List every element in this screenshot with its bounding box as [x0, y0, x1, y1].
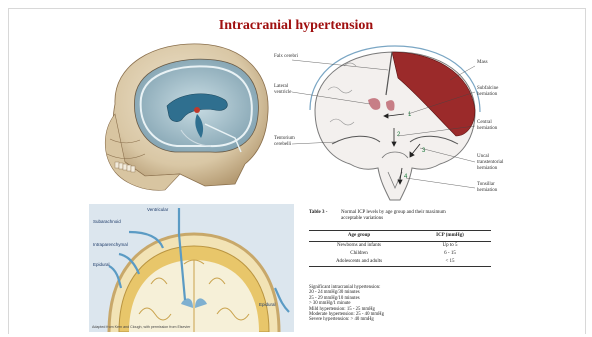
icp-table: Table 3 - Normal ICP levels by age group…	[309, 210, 491, 267]
label-intraparenchymal: Intraparenchymal	[93, 242, 128, 247]
slide-title: Intracranial hypertension	[0, 18, 592, 34]
table-bottom-rule	[309, 266, 491, 267]
label-epidural-left: Epidural	[93, 262, 110, 267]
table-caption: Normal ICP levels by age group and their…	[341, 210, 446, 222]
label-central-herniation: Central herniation	[477, 120, 497, 132]
figure-credit: Adapted from Kern and Clough, with permi…	[92, 325, 190, 329]
table-header-icp: ICP (mmHg)	[409, 231, 491, 241]
table-cell: Up to 5	[409, 242, 491, 250]
icp-notes: Significant intracranial hypertension: 2…	[309, 285, 494, 323]
icp-monitoring-illustration: Ventricular Subarachnoid Intraparenchyma…	[89, 204, 294, 332]
label-subarachnoid: Subarachnoid	[93, 219, 121, 224]
note-line: Severe hypertension: > 40 mmHg	[309, 317, 494, 322]
label-tentorium-cerebelli: Tentorium cerebelli	[274, 136, 295, 148]
table-header-age: Age group	[309, 231, 409, 241]
table-row: Adolescents and adults < 15	[309, 258, 491, 266]
table-row: Newborns and infants Up to 5	[309, 242, 491, 250]
table-header-row: Age group ICP (mmHg)	[309, 231, 491, 241]
coronal-herniation-diagram: 1 2 3 4 Falx cerebri Lateral ventricle T…	[270, 40, 520, 210]
label-lateral-ventricle: Lateral ventricle	[274, 84, 292, 96]
table-cell: < 15	[409, 258, 491, 266]
label-epidural-right: Epidural	[259, 302, 276, 307]
skull-ventricle-illustration	[85, 34, 275, 194]
table-cell: Adolescents and adults	[309, 258, 409, 266]
table-number: Table 3 -	[309, 210, 341, 222]
label-falx-cerebri: Falx cerebri	[274, 54, 298, 60]
label-subfalcine-herniation: Subfalcine herniation	[477, 86, 498, 98]
label-uncal-herniation: Uncal transtentorial herniation	[477, 154, 503, 172]
label-mass: Mass	[477, 60, 488, 66]
table-cell: 6 - 15	[409, 250, 491, 258]
table-cell: Children	[309, 250, 409, 258]
label-ventricular: Ventricular	[147, 207, 168, 212]
table-cell: Newborns and infants	[309, 242, 409, 250]
table-row: Children 6 - 15	[309, 250, 491, 258]
label-tonsillar-herniation: Tonsillar herniation	[477, 182, 497, 194]
